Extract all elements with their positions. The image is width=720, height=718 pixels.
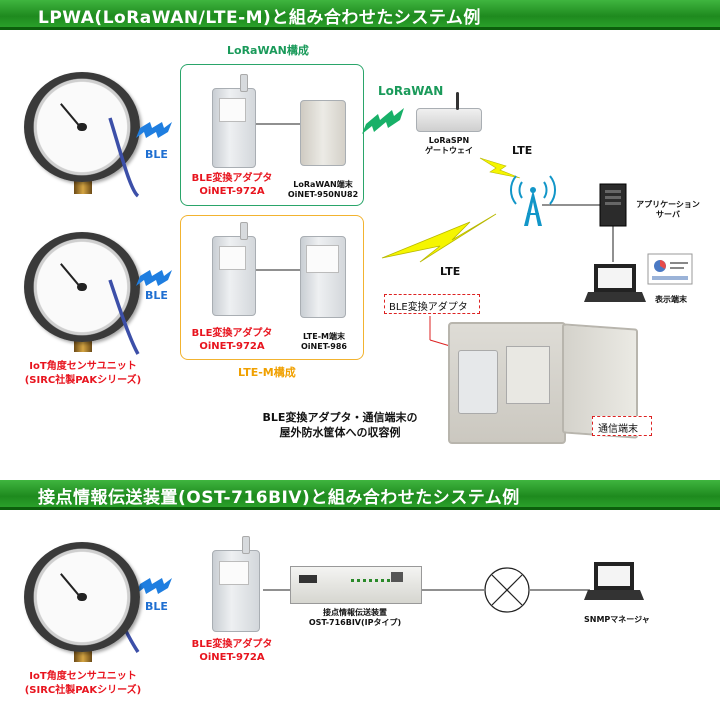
ltem-terminal-label: LTE-M端末 OiNET-986 <box>300 332 347 351</box>
lorawan-terminal-device <box>300 100 346 166</box>
ltem-adapter-label: BLE変換アダプタ OiNET-972A <box>191 328 273 352</box>
adapter-antenna <box>240 74 248 92</box>
ost-leds <box>351 579 401 582</box>
ost-adapter-label: BLE変換アダプタ OiNET-972A <box>191 639 273 663</box>
lorawan-link-label: LoRaWAN <box>378 84 444 98</box>
display-terminal-icon <box>647 253 693 285</box>
gateway-label: LoRaSPN ゲートウェイ <box>425 136 473 155</box>
display-terminal-label: 表示端末 <box>655 295 687 304</box>
ltem-terminal-device <box>300 236 346 318</box>
ble-signal-icon <box>136 270 172 286</box>
callout-terminal-box: 通信端末 <box>592 416 652 436</box>
ble-adapter-device <box>212 236 256 316</box>
lorawan-group-title: LoRaWAN構成 <box>227 44 309 57</box>
outdoor-enclosure <box>448 322 566 444</box>
lorawan-group-box <box>180 64 364 206</box>
section1-banner: LPWA(LoRaWAN/LTE-M)と組み合わせたシステム例 <box>0 0 720 30</box>
sensor-cable <box>108 279 140 355</box>
callout-adapter-text: BLE変換アダプタ <box>389 302 468 313</box>
ble-signal-icon <box>136 122 172 138</box>
enclosure-terminal <box>506 346 550 404</box>
ost-logo-block <box>299 575 317 583</box>
server-icon <box>599 183 627 227</box>
lorawan-signal-icon <box>362 108 404 134</box>
ltem-group-title: LTE-M構成 <box>238 366 296 379</box>
server-label: アプリケーション サーバ <box>636 200 700 219</box>
laptop-icon <box>584 562 644 600</box>
ble-link-label: BLE <box>145 289 168 302</box>
lte-bolt-icon <box>479 157 521 179</box>
lte-link-label: LTE <box>440 265 461 278</box>
lte-bolt-icon <box>381 213 497 263</box>
ble-adapter-device <box>212 88 256 168</box>
ble-link-label: BLE <box>145 600 168 613</box>
lorawan-terminal-label: LoRaWAN端末 OiNET-950NU82 <box>287 180 359 199</box>
lorawan-adapter-label: BLE変換アダプタ OiNET-972A <box>191 173 273 197</box>
ble-adapter-device <box>212 550 260 632</box>
adapter-antenna <box>240 222 248 240</box>
lte-link-label: LTE <box>512 144 533 157</box>
sensor-label: IoT角度センサユニット (SIRC社製PAKシリーズ) <box>24 361 142 386</box>
ble-signal-icon <box>136 578 172 594</box>
pressure-gauge-icon <box>24 232 140 342</box>
section2-banner: 接点情報伝送装置(OST-716BIV)と組み合わせたシステム例 <box>0 480 720 510</box>
callout-terminal-text: 通信端末 <box>598 424 638 435</box>
snmp-manager-label: SNMPマネージャ <box>584 615 650 624</box>
enclosure-caption: BLE変換アダプタ・通信端末の 屋外防水筐体への収容例 <box>262 411 418 439</box>
network-cross-icon <box>484 567 530 613</box>
ble-link-label: BLE <box>145 148 168 161</box>
ost-716biv-device <box>290 566 422 604</box>
sensor-cable <box>108 117 140 198</box>
ltem-group-box <box>180 215 364 360</box>
laptop-icon <box>584 264 646 302</box>
pressure-gauge-icon <box>24 72 140 182</box>
pressure-gauge-icon <box>24 542 140 652</box>
ost-device-label: 接点情報伝送装置 OST-716BIV(IPタイプ) <box>308 608 402 627</box>
sensor-label: IoT角度センサユニット (SIRC社製PAKシリーズ) <box>24 671 142 696</box>
section1-title: LPWA(LoRaWAN/LTE-M)と組み合わせたシステム例 <box>38 8 481 28</box>
cell-tower-icon <box>509 175 557 226</box>
adapter-antenna <box>242 536 250 554</box>
section2-title: 接点情報伝送装置(OST-716BIV)と組み合わせたシステム例 <box>38 488 520 508</box>
gateway-antenna <box>456 92 459 110</box>
ost-port <box>391 572 403 582</box>
enclosure-adapter <box>458 350 498 414</box>
lorawan-gateway-device <box>416 108 482 132</box>
callout-adapter-box: BLE変換アダプタ <box>384 294 480 314</box>
